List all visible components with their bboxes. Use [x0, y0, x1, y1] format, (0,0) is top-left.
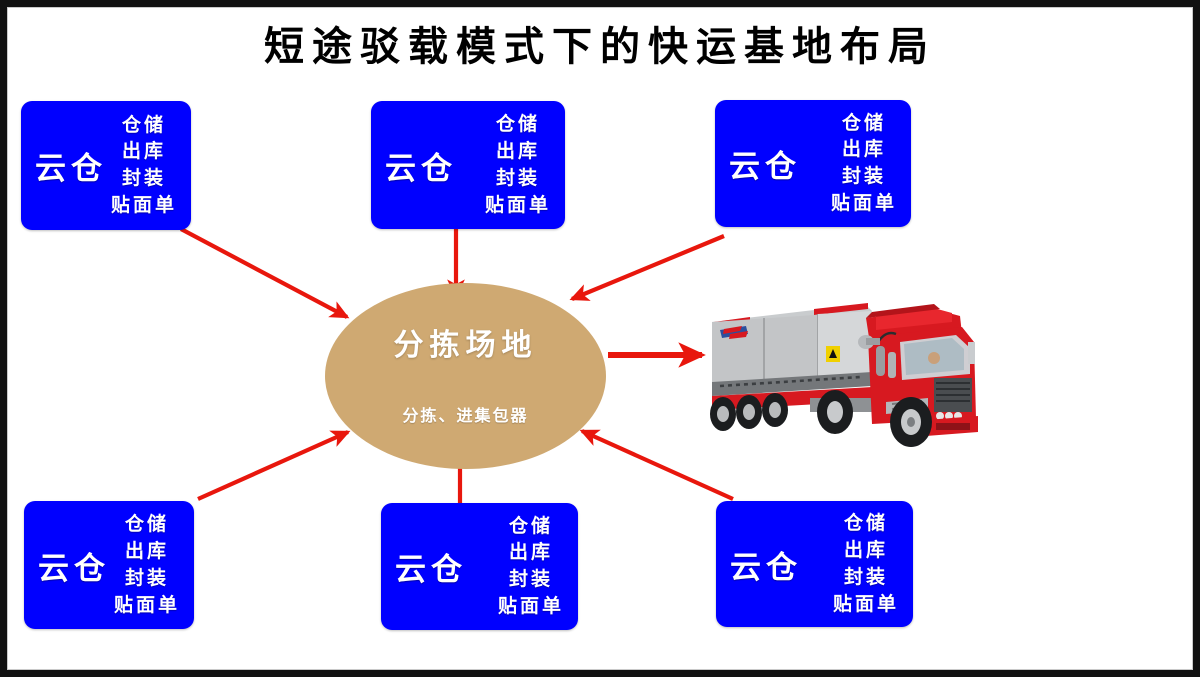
warehouse-function-item: 贴面单: [497, 595, 564, 618]
warehouse-box-top-left[interactable]: 云仓 仓储 出库 封装 贴面单: [21, 101, 191, 230]
warehouse-function-item: 出库: [508, 541, 553, 564]
warehouse-name-label: 云仓: [385, 150, 457, 187]
warehouse-name-label: 云仓: [395, 552, 467, 588]
warehouse-function-item: 出库: [121, 140, 166, 163]
horn-icon: [858, 335, 880, 349]
warehouse-function-item: 贴面单: [113, 593, 180, 616]
warehouse-function-item: 封装: [124, 567, 169, 589]
warehouse-function-item: 封装: [508, 568, 553, 591]
warehouse-name-label: 云仓: [729, 149, 801, 185]
warehouse-function-item: 仓储: [124, 513, 169, 536]
warehouse-function-item: 贴面单: [832, 592, 899, 615]
warehouse-function-item: 仓储: [841, 111, 886, 134]
arrow-bottom-left-to-hub: [197, 430, 351, 501]
page-title: 短途驳载模式下的快运基地布局: [264, 24, 936, 70]
frame-border-bottom: [0, 670, 1200, 677]
warehouse-function-item: 贴面单: [110, 194, 177, 217]
warehouse-function-item: 出库: [124, 540, 169, 563]
warehouse-box-bottom-right[interactable]: 云仓 仓储 出库 封装 贴面单: [716, 501, 913, 627]
truck-trailer: [712, 303, 890, 412]
warehouse-function-item: 仓储: [121, 113, 166, 136]
sorting-hub-ellipse[interactable]: 分拣场地 分拣、进集包器: [325, 283, 606, 469]
frame-border-top: [0, 0, 1200, 7]
warehouse-name-label: 云仓: [35, 151, 107, 187]
warehouse-function-list: 仓储 出库 封装 贴面单: [498, 513, 564, 621]
warehouse-function-item: 封装: [121, 167, 166, 190]
warehouse-function-list: 仓储 出库 封装 贴面单: [111, 112, 177, 220]
warehouse-function-item: 仓储: [508, 514, 553, 537]
warehouse-name-label: 云仓: [730, 549, 802, 586]
warehouse-function-list: 仓储 出库 封装 贴面单: [114, 511, 180, 619]
warehouse-function-list: 仓储 出库 封装 贴面单: [485, 111, 551, 219]
hazard-placard-icon: [826, 346, 840, 362]
trailer-logo-icon: [720, 326, 748, 339]
warehouse-function-list: 仓储 出库 封装 贴面单: [833, 510, 899, 618]
warehouse-function-item: 封装: [841, 165, 886, 188]
warehouse-function-item: 出库: [841, 138, 886, 161]
warehouse-box-bottom-left[interactable]: 云仓 仓储 出库 封装 贴面单: [24, 501, 194, 629]
warehouse-function-item: 封装: [495, 167, 540, 189]
warehouse-function-item: 仓储: [843, 512, 888, 535]
warehouse-name-label: 云仓: [38, 550, 110, 587]
warehouse-function-item: 仓储: [495, 113, 540, 136]
frame-border-right: [1193, 0, 1200, 677]
warehouse-function-item: 出库: [843, 539, 888, 562]
warehouse-box-bottom-center[interactable]: 云仓 仓储 出库 封装 贴面单: [381, 503, 578, 630]
warehouse-function-item: 封装: [843, 566, 888, 588]
warehouse-function-item: 贴面单: [830, 192, 897, 215]
sorting-hub-title: 分拣场地: [393, 328, 538, 363]
warehouse-function-list: 仓储 出库 封装 贴面单: [831, 110, 897, 218]
warehouse-function-item: 出库: [495, 140, 540, 163]
semi-truck-icon: [710, 303, 978, 447]
arrow-top-left-to-hub: [180, 227, 350, 319]
truck-wheels: [710, 390, 932, 447]
truck-cab: [858, 304, 978, 436]
sorting-hub-subtitle: 分拣、进集包器: [402, 406, 529, 425]
warehouse-function-item: 贴面单: [484, 193, 551, 216]
warehouse-box-top-center[interactable]: 云仓 仓储 出库 封装 贴面单: [371, 101, 565, 229]
frame-border-left: [0, 0, 7, 677]
warehouse-box-top-right[interactable]: 云仓 仓储 出库 封装 贴面单: [715, 100, 911, 227]
